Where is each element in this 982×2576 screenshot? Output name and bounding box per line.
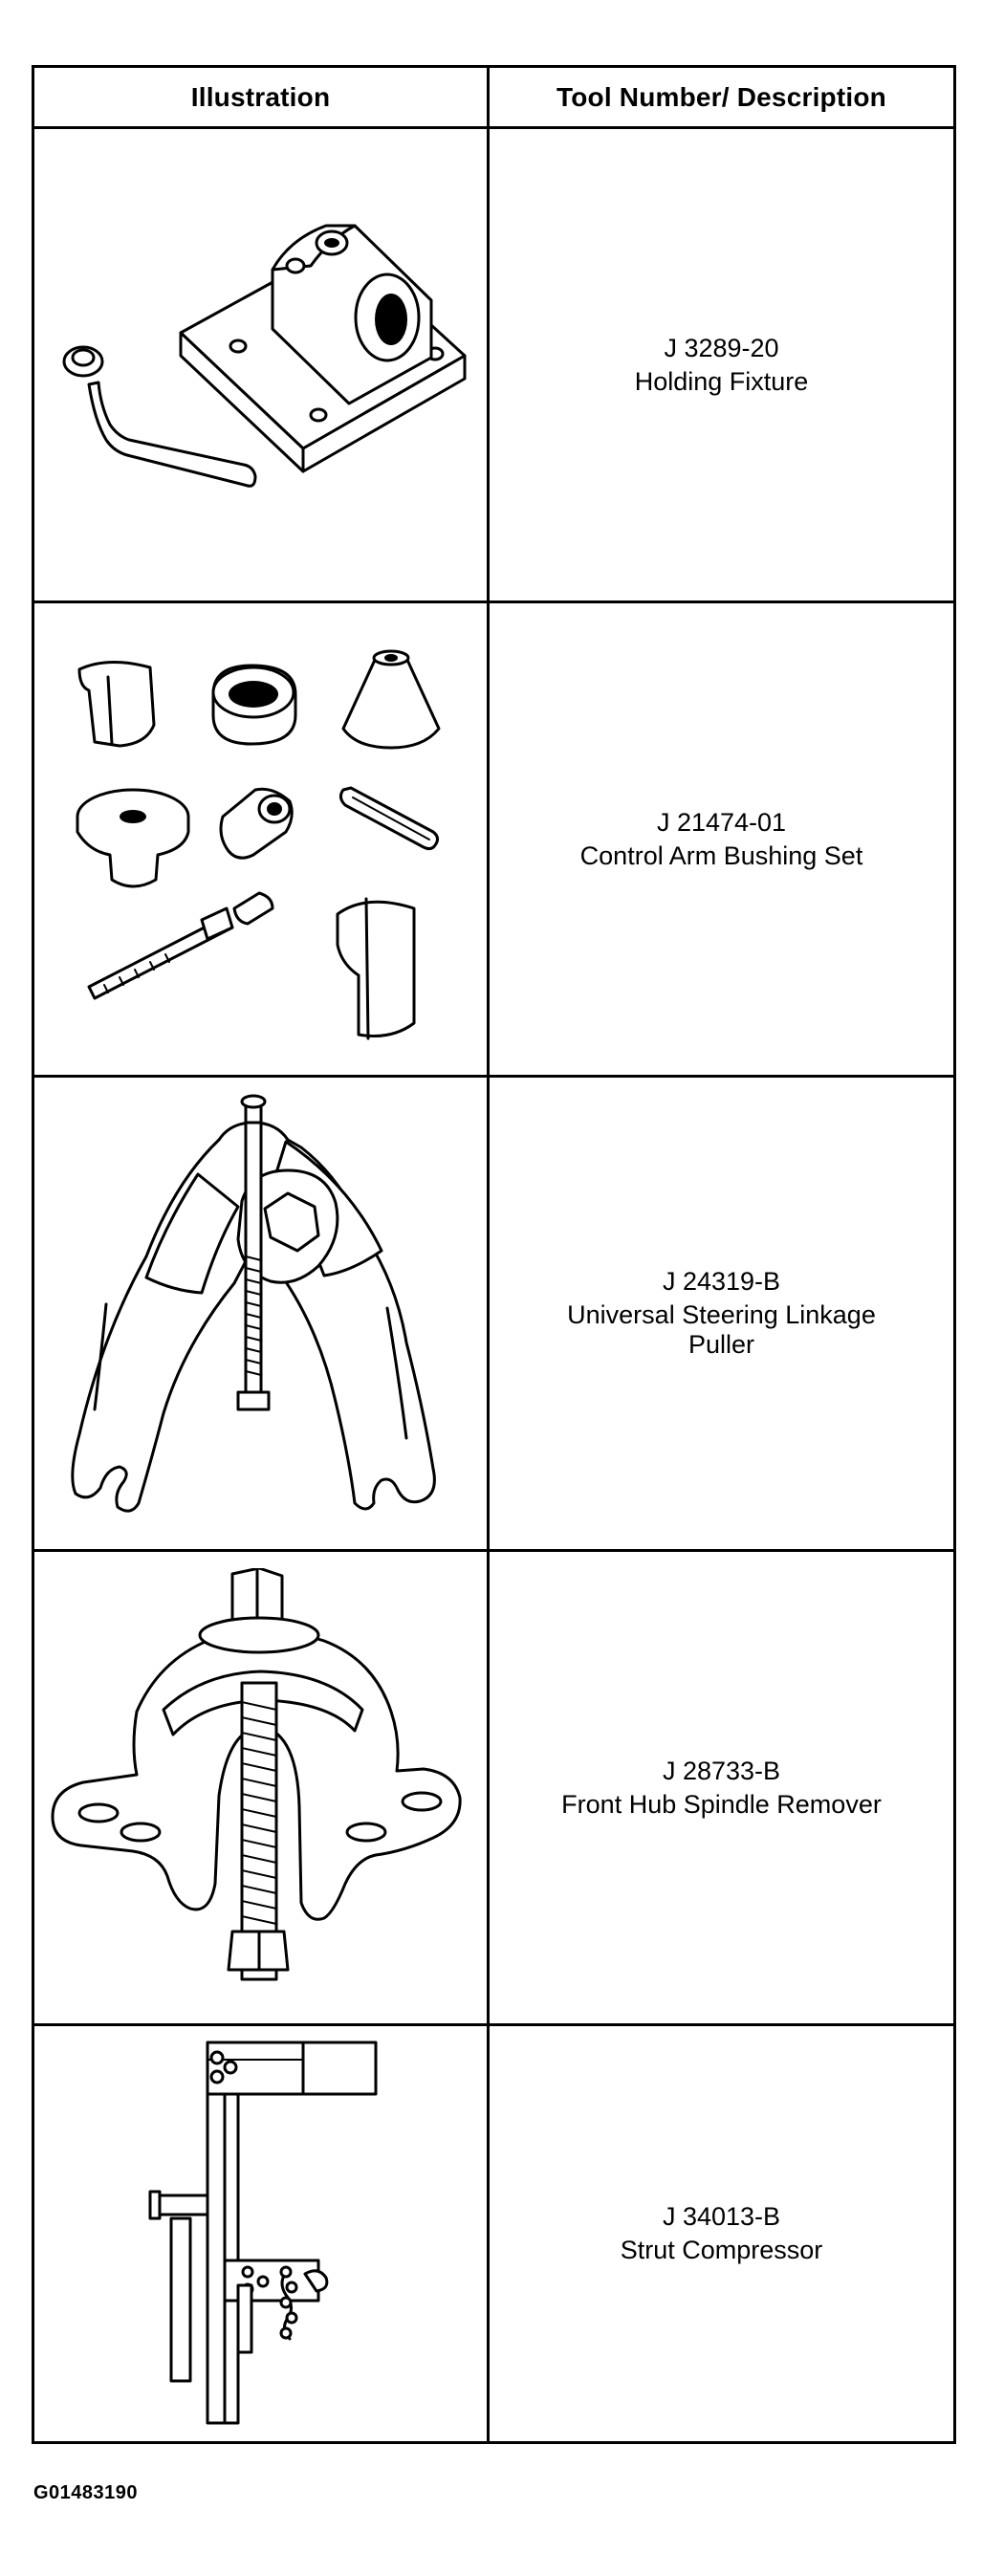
tool-description: Control Arm Bushing Set bbox=[579, 840, 863, 870]
table-row: J 24319-B Universal Steering Linkage Pul… bbox=[34, 1078, 953, 1552]
table-row: J 3289-20 Holding Fixture bbox=[34, 129, 953, 603]
tool-table: Illustration Tool Number/ Description bbox=[32, 65, 956, 2444]
tool-description: Front Hub Spindle Remover bbox=[561, 1789, 882, 1819]
linkage-puller-illustration bbox=[34, 1078, 487, 1549]
tool-number: J 34013-B bbox=[662, 2202, 781, 2231]
tool-number: J 24319-B bbox=[662, 1267, 781, 1296]
spindle-remover-illustration bbox=[34, 1552, 487, 2023]
tool-number: J 3289-20 bbox=[664, 333, 779, 362]
tool-number: J 21474-01 bbox=[656, 807, 787, 837]
column-divider bbox=[487, 68, 490, 2441]
strut-compressor-illustration bbox=[34, 2026, 487, 2441]
tool-description: Universal Steering Linkage Puller bbox=[567, 1300, 876, 1359]
figure-id: G01483190 bbox=[33, 2482, 139, 2503]
bushing-set-illustration bbox=[34, 603, 487, 1075]
tool-number: J 28733-B bbox=[662, 1756, 781, 1785]
table-row: J 34013-B Strut Compressor bbox=[34, 2026, 953, 2441]
tool-description: Strut Compressor bbox=[620, 2236, 823, 2264]
holding-fixture-illustration bbox=[34, 129, 487, 600]
table-row: J 28733-B Front Hub Spindle Remover bbox=[34, 1552, 953, 2026]
header-illustration: Illustration bbox=[190, 81, 331, 112]
table-row: J 21474-01 Control Arm Bushing Set bbox=[34, 603, 953, 1078]
tool-description: Holding Fixture bbox=[634, 366, 809, 396]
table-header: Illustration Tool Number/ Description bbox=[34, 68, 953, 129]
header-tool-number-description: Tool Number/ Description bbox=[556, 81, 886, 112]
